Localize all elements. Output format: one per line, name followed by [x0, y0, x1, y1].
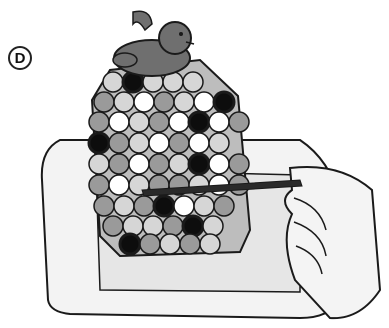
- rod-end: [128, 132, 150, 154]
- step-label: D: [14, 49, 26, 67]
- rod-end: [88, 153, 110, 175]
- rod-end: [142, 215, 164, 237]
- rod-end: [168, 153, 190, 175]
- rod-end: [87, 131, 111, 155]
- rod-end: [181, 214, 205, 238]
- rod-end: [128, 153, 150, 175]
- rod-end: [187, 152, 211, 176]
- pull-stick: [141, 179, 303, 197]
- rod-end: [193, 195, 215, 217]
- rod-end: [208, 132, 230, 154]
- rod-end: [228, 111, 250, 133]
- rod-end: [188, 132, 210, 154]
- rod-end: [148, 111, 170, 133]
- rod-end: [118, 232, 142, 256]
- step-label-badge: D: [8, 46, 32, 70]
- rod-end: [202, 215, 224, 237]
- rod-end: [133, 91, 155, 113]
- rod-end: [153, 91, 175, 113]
- rod-end: [102, 71, 124, 93]
- rod-end: [139, 233, 161, 255]
- rod-end: [213, 195, 235, 217]
- rod-end: [88, 111, 110, 133]
- rod-end: [128, 111, 150, 133]
- rod-end: [193, 91, 215, 113]
- rod-end: [173, 195, 195, 217]
- rod-end: [93, 91, 115, 113]
- rod-end: [199, 233, 221, 255]
- rod-end: [173, 91, 195, 113]
- rod-end: [179, 233, 201, 255]
- rod-end: [208, 153, 230, 175]
- rod-end: [113, 195, 135, 217]
- beaver-figure: [112, 10, 195, 77]
- rod-end: [88, 174, 110, 196]
- rod-end: [108, 174, 130, 196]
- rod-end: [113, 91, 135, 113]
- rod-end: [108, 132, 130, 154]
- rod-end: [168, 132, 190, 154]
- rod-end: [162, 215, 184, 237]
- rod-end: [182, 71, 204, 93]
- rod-end: [208, 111, 230, 133]
- rod-end: [168, 111, 190, 133]
- rod-end: [159, 233, 181, 255]
- rod-end: [108, 153, 130, 175]
- rod-end: [212, 90, 236, 114]
- rod-end: [93, 195, 115, 217]
- rod-end: [133, 195, 155, 217]
- rod-end: [102, 215, 124, 237]
- rod-end: [228, 153, 250, 175]
- hand-holding-stick: [284, 165, 382, 320]
- rod-end: [148, 153, 170, 175]
- rod-end: [152, 194, 176, 218]
- rod-end: [148, 132, 170, 154]
- rod-end: [187, 110, 211, 134]
- rod-end: [108, 111, 130, 133]
